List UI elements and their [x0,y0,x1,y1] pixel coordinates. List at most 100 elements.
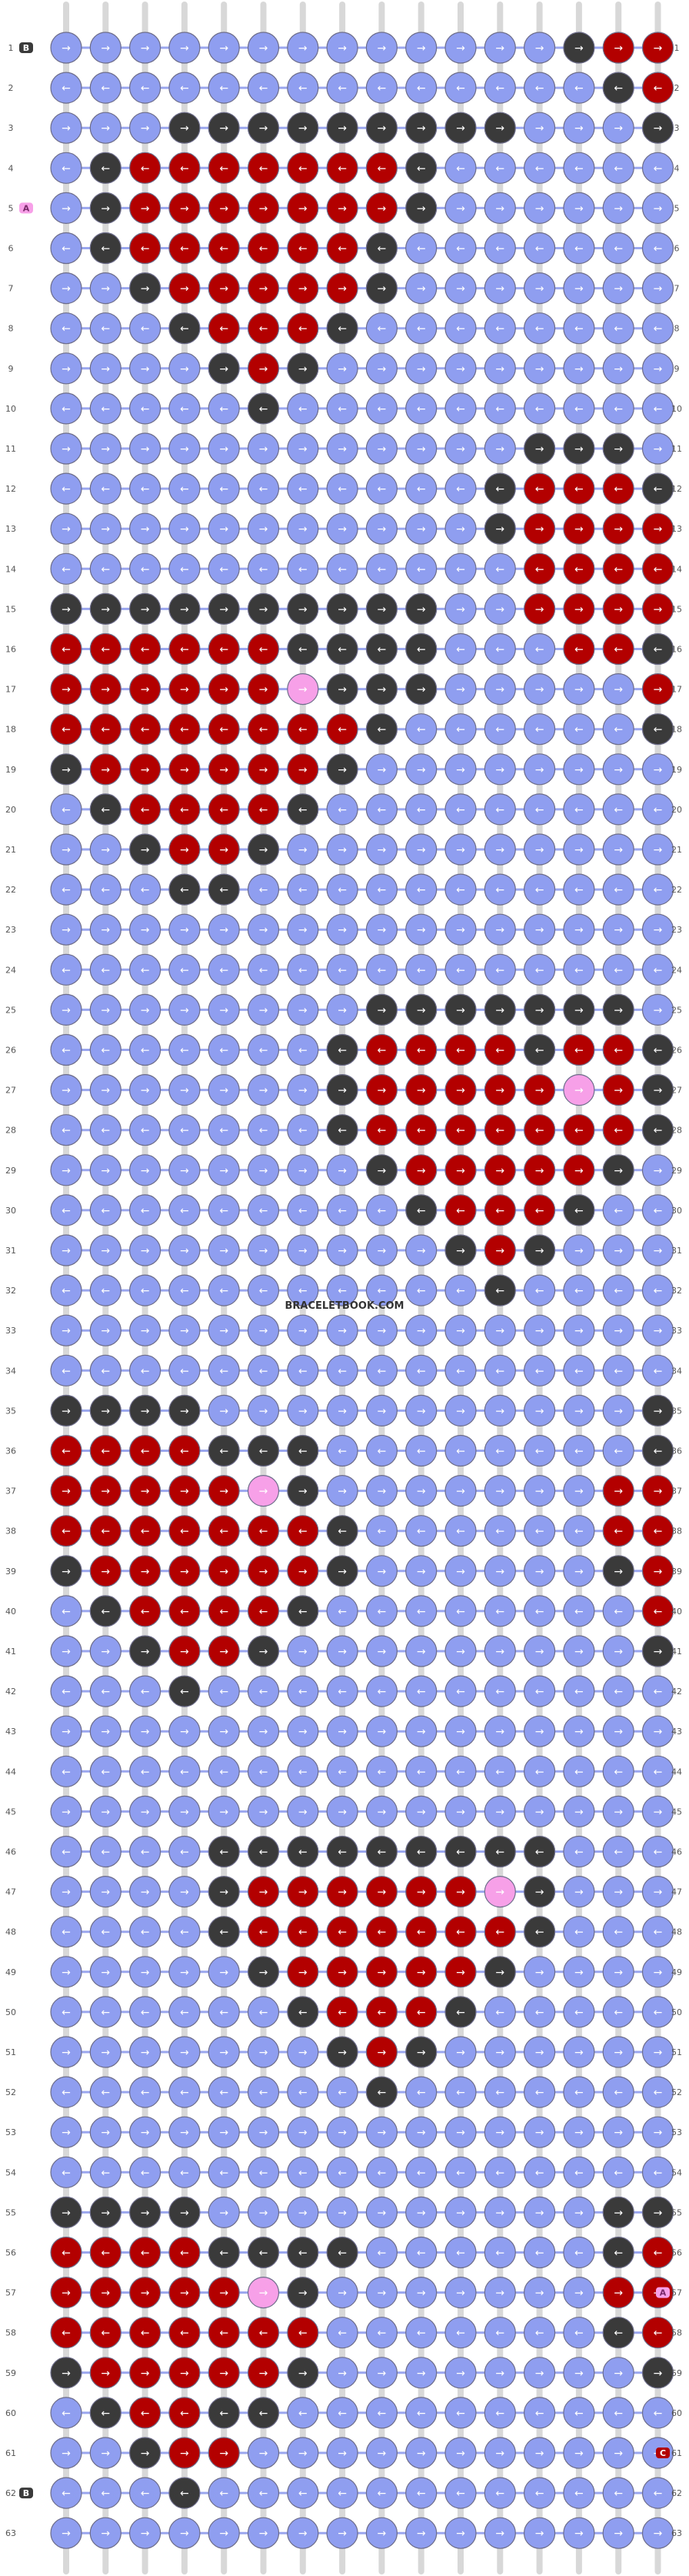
knot [50,1114,82,1146]
knot [168,2196,201,2228]
knot [405,112,438,144]
knot-direction-arrow: → [338,2207,347,2219]
knot-direction-arrow: → [180,523,189,536]
knot-direction-arrow: → [219,1887,228,1899]
knot [602,672,634,706]
knot [208,1715,240,1747]
knot-direction-arrow: → [219,1486,228,1498]
knot [444,1956,477,1988]
knot [287,2156,319,2188]
knot-direction-arrow: → [298,924,308,936]
knot [208,392,240,425]
knot [444,1835,477,1868]
knot [602,793,634,826]
knot [523,2437,556,2469]
knot-direction-arrow: → [535,2207,544,2219]
knot-direction-arrow: ← [495,2247,504,2260]
knot [129,1394,161,1427]
knot [563,1996,595,2028]
knot-direction-arrow: → [654,844,663,856]
knot [129,2317,161,2349]
row-number-left: 62 [5,2488,16,2498]
knot [523,1795,556,1827]
row-number-right: 16 [671,645,682,655]
knot-direction-arrow: → [62,1165,71,1177]
knot [129,312,161,345]
knot [89,1515,121,1547]
string-end-tab [656,2287,670,2298]
knot [444,873,477,906]
knot [129,1635,161,1667]
knot [602,1474,634,1507]
knot [641,352,674,385]
knot-direction-arrow: → [180,684,189,696]
knot-direction-arrow: → [101,42,110,55]
knot-direction-arrow: ← [574,1526,584,1538]
knot [405,1073,438,1106]
knot-direction-arrow: → [219,1085,228,1097]
knot-direction-arrow: ← [101,644,110,656]
knot-direction-arrow: ← [654,1847,663,1859]
knot-direction-arrow: → [378,42,387,55]
knot [602,192,634,224]
knot [405,1274,438,1306]
knot-direction-arrow: ← [219,563,228,576]
knot [247,1073,280,1106]
knot-direction-arrow: → [141,844,150,856]
knot [89,472,121,505]
knot [168,392,201,425]
knot-direction-arrow: ← [141,1686,150,1698]
knot-direction-arrow: ← [456,884,465,896]
knot-direction-arrow: ← [259,2087,268,2099]
row-number-left: 39 [5,1567,16,1577]
knot [563,953,595,986]
knot [89,192,121,224]
knot [129,1073,161,1106]
knot [247,913,280,946]
knot [247,1234,280,1266]
knot [444,592,477,626]
knot-direction-arrow: ← [180,1045,189,1057]
knot [444,953,477,986]
knot [563,1755,595,1787]
knot-direction-arrow: → [259,2448,268,2460]
knot [129,672,161,706]
knot-direction-arrow: ← [259,884,268,896]
knot [129,2277,161,2309]
knot [484,2036,516,2068]
knot-direction-arrow: ← [338,884,347,896]
knot [405,1876,438,1908]
row-number-right: 47 [671,1887,682,1897]
knot [444,1114,477,1146]
knot-direction-arrow: → [180,1967,189,1979]
knot [563,1916,595,1948]
knot [365,1835,398,1868]
knot [50,1675,82,1707]
knot [129,32,161,64]
knot-direction-arrow: ← [417,1927,426,1939]
knot-direction-arrow: → [417,2448,426,2460]
knot-direction-arrow: → [456,1967,465,1979]
knot [50,1515,82,1547]
knot [602,152,634,184]
knot-direction-arrow: ← [495,2087,504,2099]
knot-direction-arrow: ← [298,403,308,415]
knot-direction-arrow: → [259,283,268,295]
knot-direction-arrow: ← [495,1606,504,1618]
knot-direction-arrow: ← [574,2407,584,2420]
knot [365,1675,398,1707]
knot [444,312,477,345]
knot [247,592,280,626]
knot [247,192,280,224]
knot-direction-arrow: ← [417,2087,426,2099]
knot [326,2397,358,2429]
knot-direction-arrow: → [62,1887,71,1899]
knot-direction-arrow: → [101,1004,110,1016]
knot-direction-arrow: ← [614,1847,623,1859]
knot [168,1515,201,1547]
knot [484,1394,516,1427]
knot-direction-arrow: → [259,2367,268,2380]
knot-direction-arrow: ← [101,1446,110,1458]
knot-direction-arrow: ← [654,403,663,415]
knot-direction-arrow: → [378,844,387,856]
